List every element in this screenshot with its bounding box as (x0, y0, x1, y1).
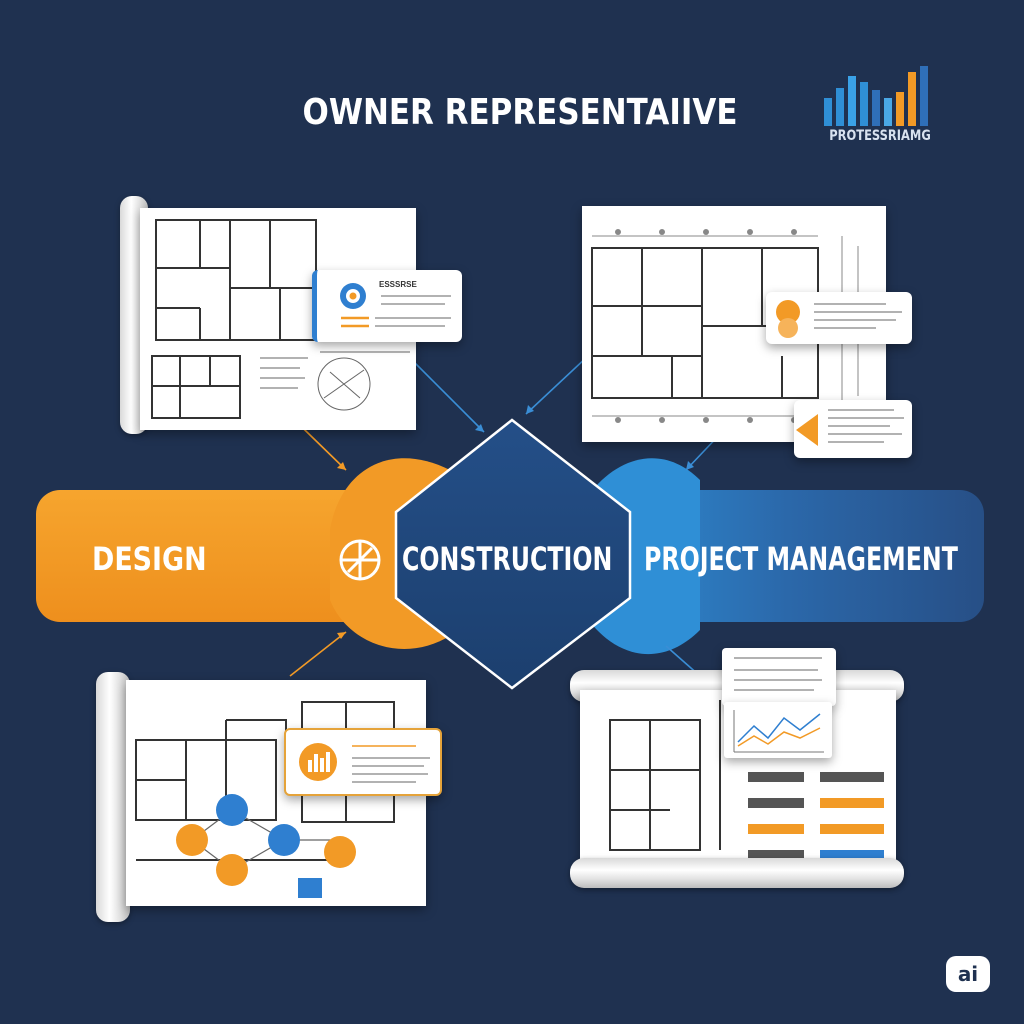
info-card-bottom-left (284, 728, 442, 796)
blueprint-roll-bottom (570, 858, 904, 888)
floor-plan (609, 700, 721, 851)
arrow-tr-1 (525, 355, 589, 415)
phase-design-label: DESIGN (92, 540, 207, 578)
card-content (796, 409, 904, 446)
compass-icon (339, 539, 381, 581)
info-card-top-right-2 (794, 400, 912, 458)
card-lines (352, 745, 430, 783)
card-lines (734, 657, 822, 691)
target-icon (340, 283, 366, 309)
line-chart-icon (733, 710, 824, 753)
phase-pm-label: PROJECT MANAGEMENT (644, 540, 958, 578)
card-heading: ESSSRSE (379, 280, 417, 289)
card-content (776, 300, 902, 338)
line-chart-card (724, 702, 832, 758)
brand-logo: PROTESSRIAMG (818, 62, 942, 152)
bar-chart-icon (299, 743, 337, 781)
arrow-bl (289, 631, 347, 677)
ai-badge: ai (946, 956, 990, 992)
info-card-top-right-1 (766, 292, 912, 344)
card-lines (341, 295, 451, 328)
process-nodes (176, 794, 356, 898)
phase-construction-label: CONSTRUCTION (402, 540, 613, 578)
arrow-tl-blue (413, 361, 485, 433)
logo-text: PROTESSRIAMG (829, 128, 931, 144)
construction-hexagon (394, 418, 632, 690)
info-card-bottom-right (722, 648, 836, 706)
info-card-top-left: ESSSRSE (312, 270, 462, 342)
blueprint-roll (96, 672, 130, 922)
task-list (748, 772, 884, 860)
page-title: OWNER REPRESENTAIIVE (302, 92, 738, 133)
bar-chart-icon (824, 66, 928, 126)
